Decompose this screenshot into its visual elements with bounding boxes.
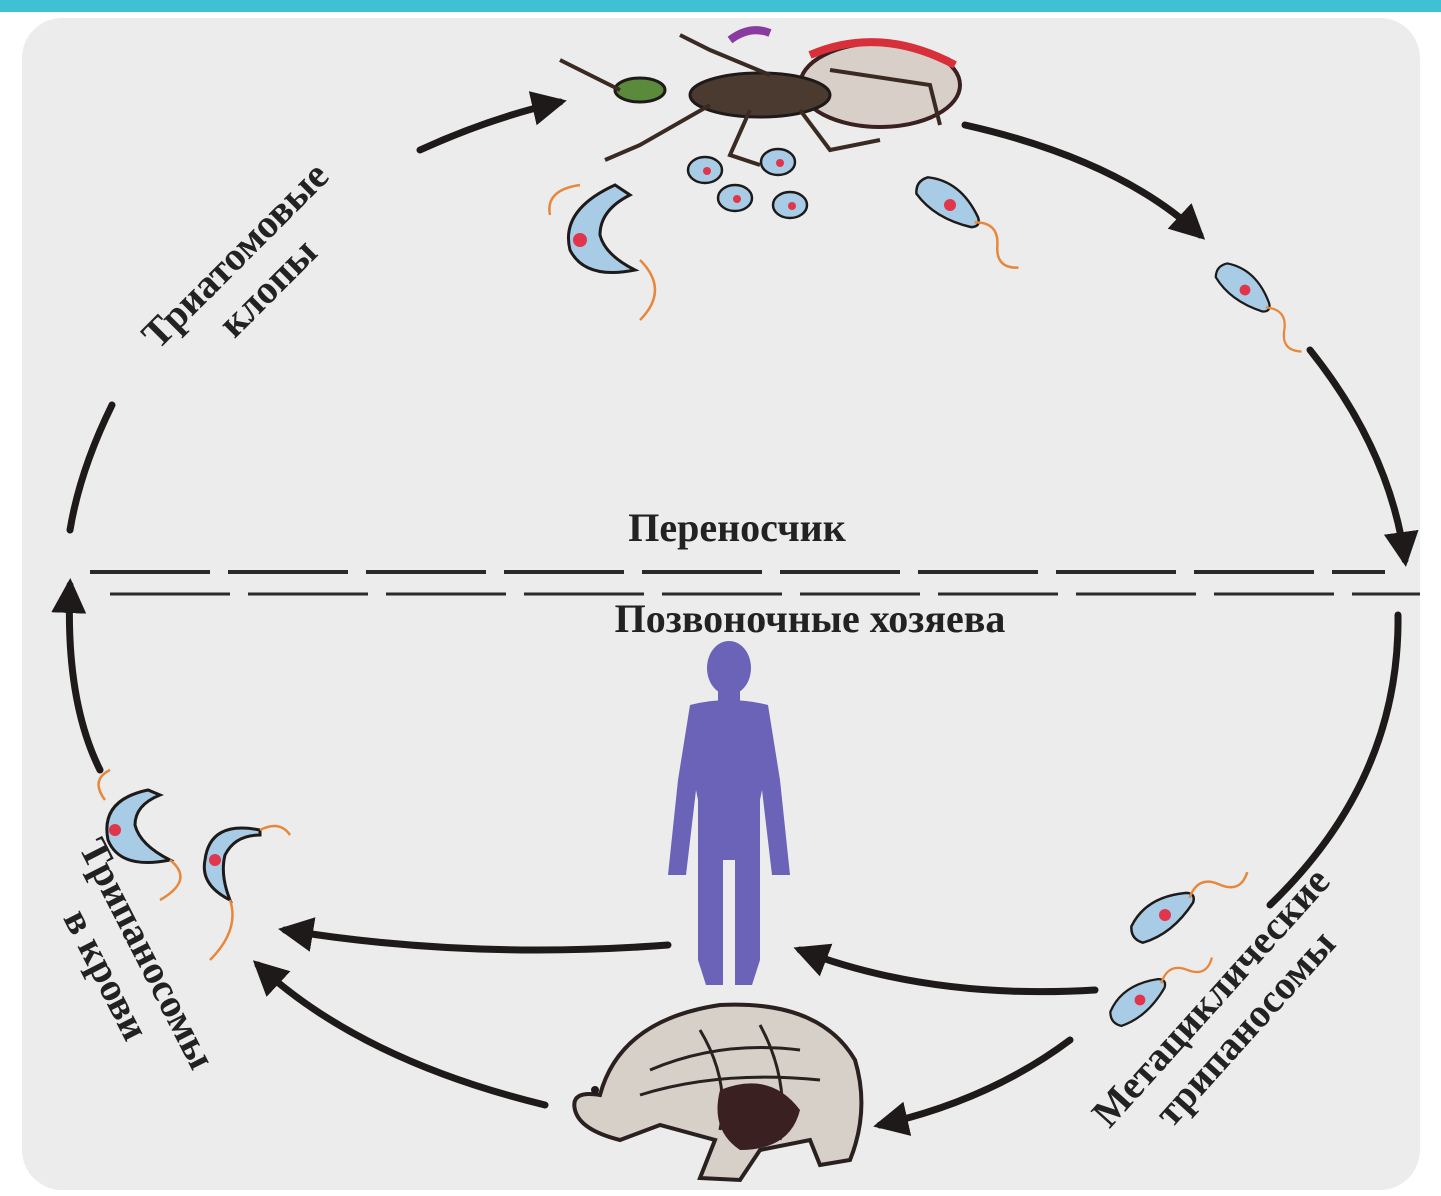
trypanosome-icon	[1124, 848, 1250, 951]
bug-parasites	[549, 149, 1318, 355]
amastigote-icon	[773, 192, 807, 218]
triatomine-bug-icon	[560, 30, 960, 165]
amastigote-icon	[688, 157, 722, 183]
armadillo-icon	[574, 1005, 861, 1180]
vector-label: Переносчик	[628, 505, 846, 550]
arrow-left-upper	[70, 405, 112, 530]
trypanosome-icon	[1209, 256, 1319, 355]
arrow-human-to-blood	[285, 930, 668, 950]
trypanosome-icon	[909, 169, 1035, 272]
arrow-bug-down	[965, 125, 1200, 235]
arrow-to-bug	[420, 102, 560, 150]
human-silhouette-icon	[668, 641, 790, 985]
arrow-right-side	[1310, 350, 1405, 560]
triatomine-bugs-label: Триатомовые клопы	[133, 153, 370, 390]
arrow-meta-to-human	[800, 950, 1095, 992]
amastigote-icon	[718, 185, 752, 211]
trypanosome-icon	[568, 185, 635, 273]
arrow-right-lower	[1270, 615, 1398, 905]
vertebrate-hosts-label: Позвоночные хозяева	[615, 596, 1006, 641]
arrow-left-lower	[69, 585, 100, 770]
arrow-armadillo-to-blood	[258, 965, 545, 1105]
blood-trypanosomes-label: Трипаносомы в крови	[29, 831, 224, 1097]
amastigote-icon	[761, 149, 795, 175]
arrow-meta-to-armadillo	[880, 1040, 1070, 1125]
